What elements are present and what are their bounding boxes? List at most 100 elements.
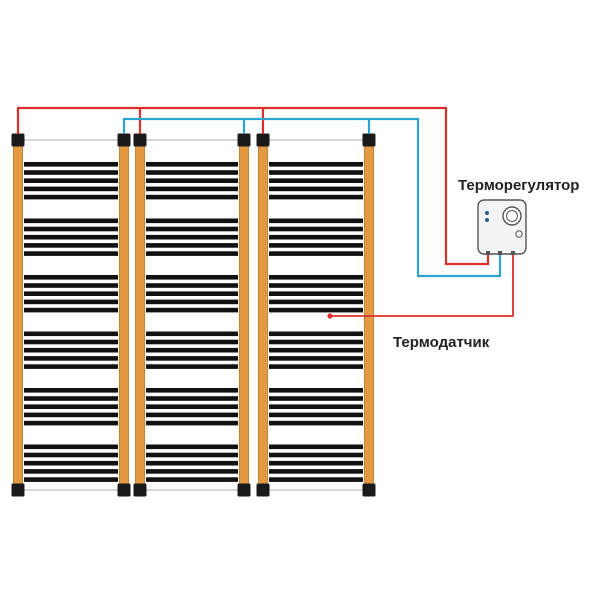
heating-strip	[269, 356, 363, 361]
heating-strip	[24, 275, 118, 280]
heating-strip	[269, 234, 363, 240]
heating-strip	[269, 251, 363, 256]
indicator-led-icon	[485, 211, 489, 215]
heating-strip	[146, 396, 238, 401]
heating-strip	[269, 477, 363, 482]
heating-strip	[269, 226, 363, 232]
copper-busbar	[364, 139, 374, 491]
heating-strip	[24, 186, 118, 192]
heating-strip	[24, 356, 118, 361]
heating-strip	[24, 234, 118, 240]
heating-strip	[269, 412, 363, 418]
contact-clamp	[133, 483, 147, 497]
heating-strip	[24, 388, 118, 393]
heating-strip	[24, 477, 118, 482]
heating-strip	[269, 275, 363, 280]
contact-clamp	[117, 483, 131, 497]
heating-strip	[269, 460, 363, 466]
heating-strip	[24, 299, 118, 305]
heating-strip	[146, 218, 238, 224]
heating-strip	[146, 299, 238, 305]
heating-strip	[24, 178, 118, 183]
contact-clamp	[237, 133, 251, 147]
temperature-sensor-point	[327, 313, 333, 319]
heating-strip	[269, 404, 363, 409]
heating-strip	[269, 331, 363, 337]
heating-strip	[146, 444, 238, 450]
heating-strip	[24, 396, 118, 401]
heating-strip	[146, 388, 238, 393]
film-panels	[11, 133, 376, 497]
heating-strip	[146, 331, 238, 337]
contact-clamp	[362, 133, 376, 147]
heating-strip	[24, 469, 118, 474]
heating-strip	[146, 364, 238, 369]
heating-strip	[24, 364, 118, 369]
contact-clamp	[362, 483, 376, 497]
heating-strip	[269, 420, 363, 426]
heating-strip	[146, 251, 238, 256]
heating-strip	[24, 251, 118, 256]
heating-strip	[24, 404, 118, 409]
heating-strip	[146, 283, 238, 288]
heating-strip	[146, 420, 238, 426]
heating-strip	[24, 291, 118, 296]
heating-strip	[269, 194, 363, 200]
heating-strip	[269, 388, 363, 393]
heating-strip	[146, 275, 238, 280]
heating-strip	[269, 162, 363, 167]
copper-busbar	[239, 139, 249, 491]
copper-busbar	[135, 139, 145, 491]
thermostat-device	[477, 199, 527, 255]
heating-strip	[24, 162, 118, 167]
contact-clamp	[117, 133, 131, 147]
heating-strip	[146, 469, 238, 474]
heating-strip	[269, 364, 363, 369]
heating-strip	[269, 299, 363, 305]
copper-busbar	[119, 139, 129, 491]
heating-strip	[24, 444, 118, 450]
heating-strip	[24, 170, 118, 175]
heating-strip	[269, 186, 363, 192]
heating-strip	[146, 234, 238, 240]
thermostat-dial-icon	[502, 206, 522, 226]
heating-strip	[269, 291, 363, 296]
contact-clamp	[133, 133, 147, 147]
heating-strip	[146, 226, 238, 232]
copper-busbar	[258, 139, 268, 491]
heating-strip	[24, 420, 118, 426]
heating-strip	[24, 460, 118, 466]
heating-strip	[269, 396, 363, 401]
sensor-wire	[330, 254, 514, 317]
heating-strip	[146, 243, 238, 248]
heating-strip	[269, 243, 363, 248]
heating-strip	[146, 339, 238, 345]
heating-strip	[146, 477, 238, 482]
contact-clamp	[11, 133, 25, 147]
thermostat-terminal	[498, 251, 502, 255]
heating-strip	[24, 412, 118, 418]
heating-strip	[146, 347, 238, 353]
thermostat-terminal	[486, 251, 490, 255]
heating-strip	[269, 452, 363, 458]
contact-clamp	[237, 483, 251, 497]
heating-strip	[24, 243, 118, 248]
heating-strip	[146, 307, 238, 313]
red-supply-wire	[16, 106, 490, 266]
heating-strip	[146, 194, 238, 200]
contact-clamp	[256, 483, 270, 497]
heating-strip	[24, 331, 118, 337]
heating-strip	[146, 162, 238, 167]
blue-supply-wire	[122, 117, 502, 278]
heating-strip	[24, 218, 118, 224]
heating-strip	[269, 178, 363, 183]
heating-strip	[24, 283, 118, 288]
copper-busbar	[13, 139, 23, 491]
heating-strip	[146, 291, 238, 296]
thermostat-button-icon	[515, 230, 523, 238]
thermostat-terminal	[511, 251, 515, 255]
heating-strip	[146, 404, 238, 409]
indicator-led-icon	[485, 218, 489, 222]
film-panel	[133, 133, 251, 497]
heating-strip	[146, 178, 238, 183]
